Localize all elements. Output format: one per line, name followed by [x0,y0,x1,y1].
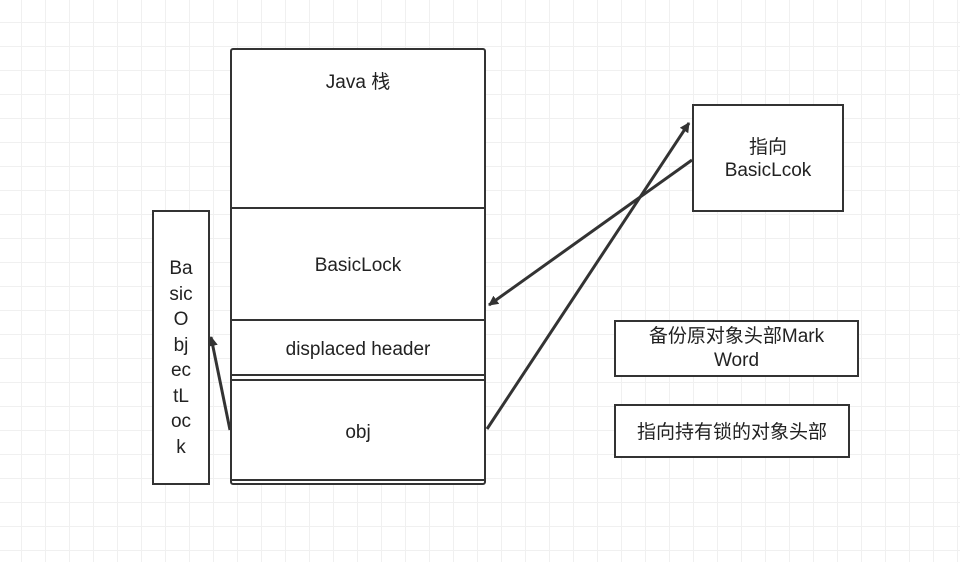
java-stack-title: Java 栈 [325,72,391,93]
stack-divider-obj-top-1 [230,374,486,376]
arrow-pointer-box-to-basiclock [488,158,693,307]
obj-label: obj [345,422,371,443]
points-to-object-header-label: 指向持有锁的对象头部 [636,422,827,443]
stack-divider-displaced-header [230,319,486,321]
stack-divider-bottom [230,479,486,481]
backup-mark-word-note: 备份原对象头部Mark Word [614,320,859,377]
basic-object-lock-label: Ba sic O bj ec tL oc k [169,258,193,458]
points-to-basiclock-label: 指向 BasicLcok [724,137,812,181]
arrow-obj-to-basic-object-lock [207,336,232,431]
backup-mark-word-label: 备份原对象头部Mark Word [648,326,825,371]
points-to-basiclock-box: 指向 BasicLcok [692,104,844,212]
basic-lock-label: BasicLock [314,255,402,276]
stack-divider-basiclock [230,207,486,209]
displaced-header-label: displaced header [285,339,431,360]
stack-divider-obj-top-2 [230,379,486,381]
basic-object-lock-box: Ba sic O bj ec tL oc k [152,210,210,485]
java-stack-frame [230,48,486,485]
arrow-obj-to-pointer-box [485,122,691,430]
points-to-object-header-note: 指向持有锁的对象头部 [614,404,850,458]
